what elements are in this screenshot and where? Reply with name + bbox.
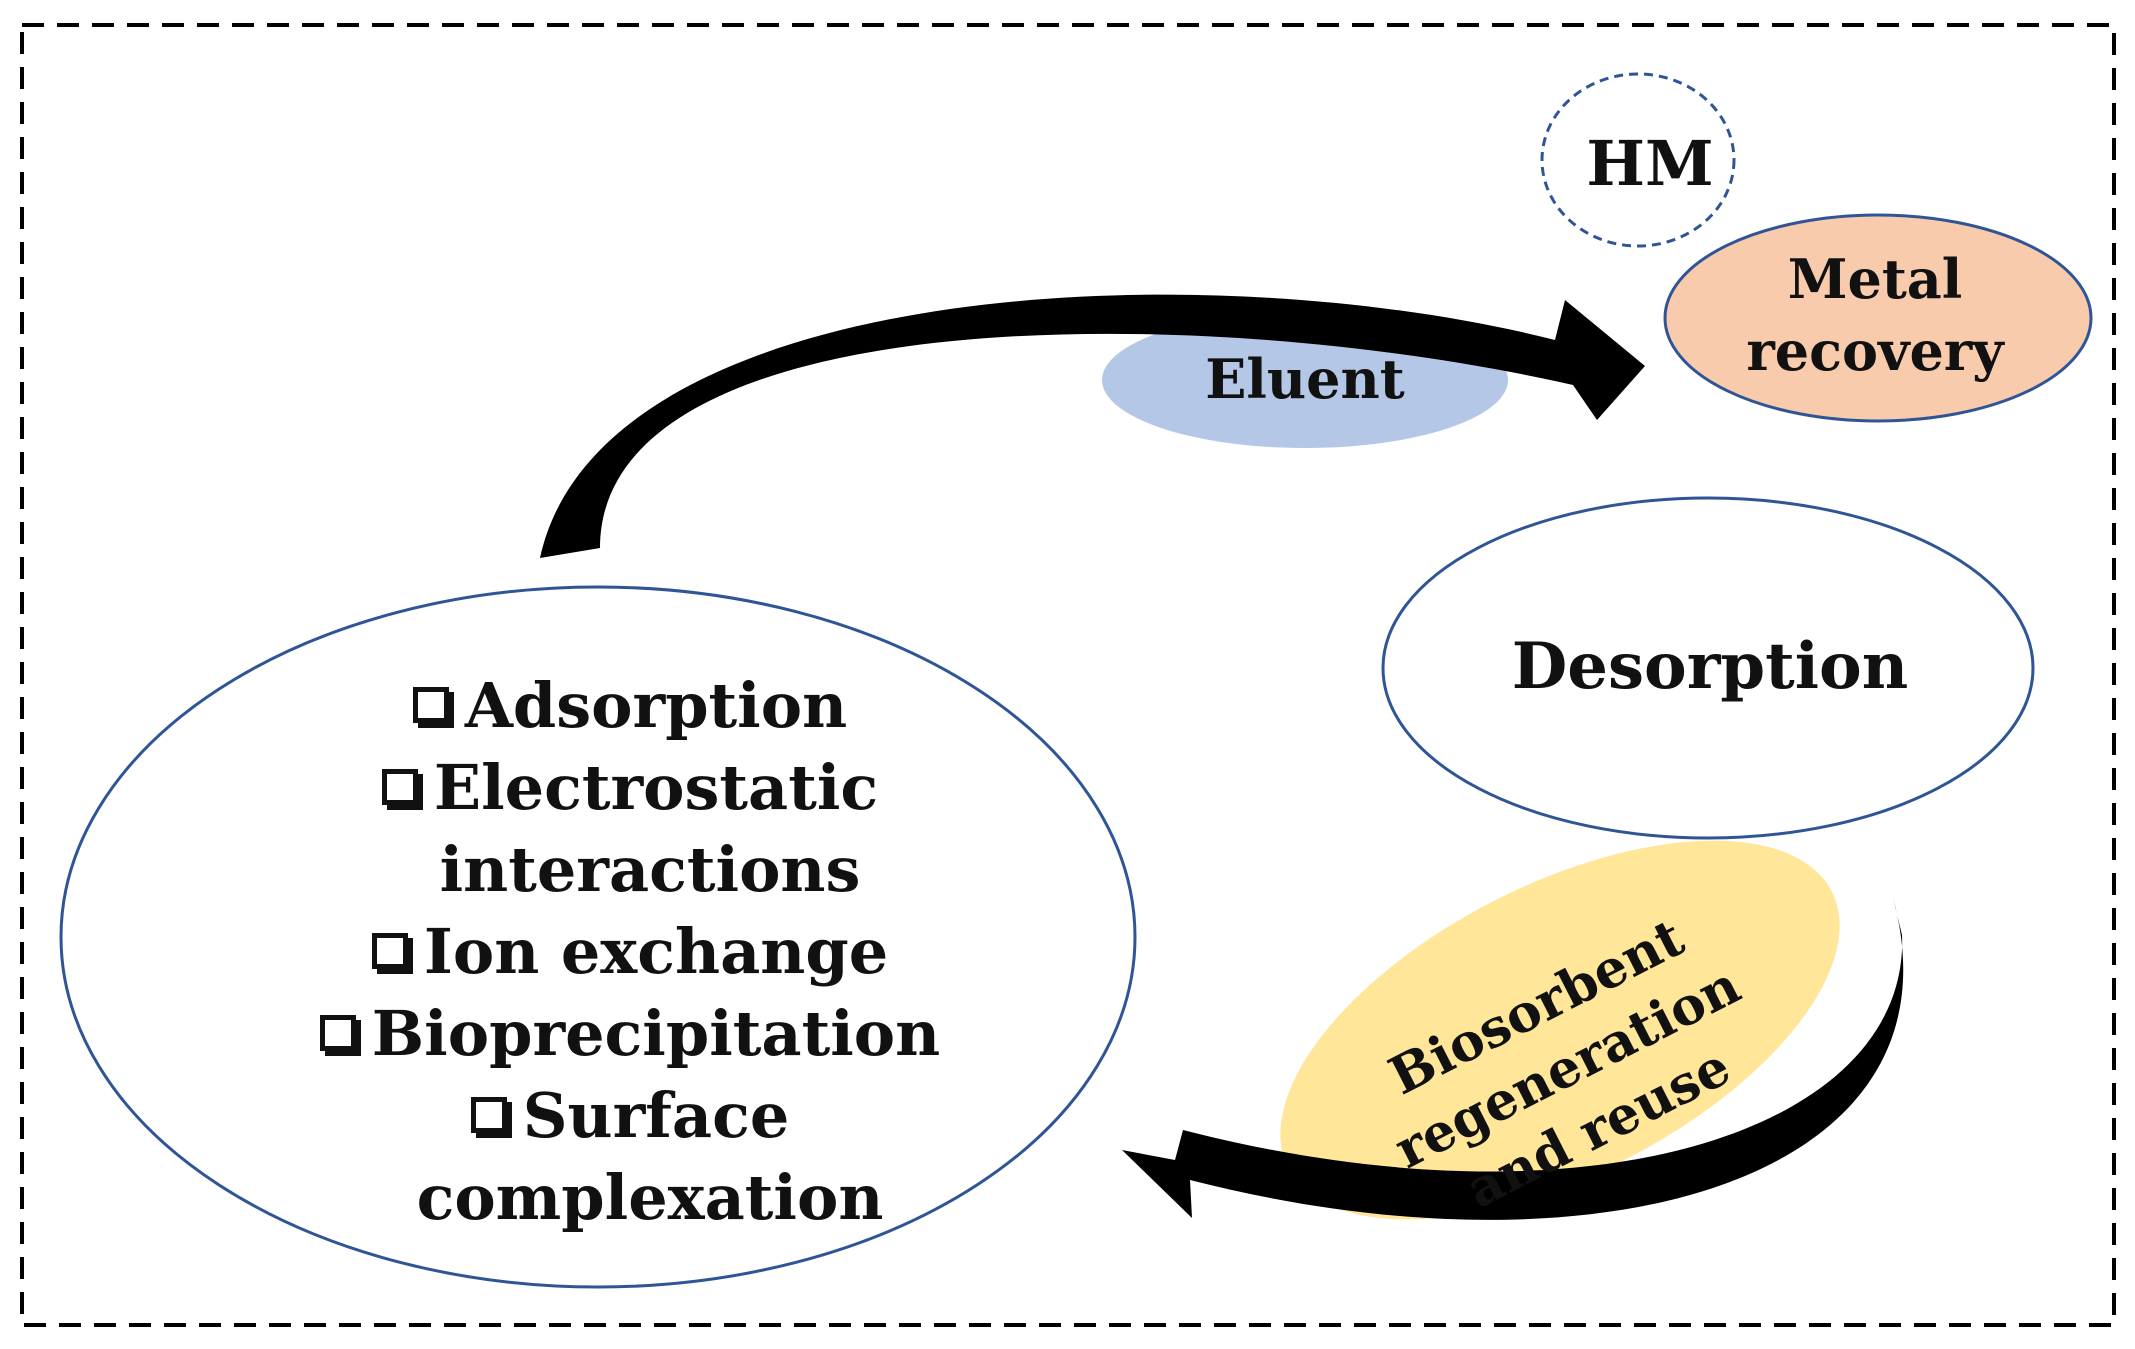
biosorbent-ellipse: [1280, 840, 1840, 1220]
mechanism-label-continued: complexation: [416, 1161, 884, 1234]
mechanism-label: Adsorption: [464, 669, 848, 742]
mechanism-label: Electrostatic: [433, 751, 879, 824]
mechanism-item: Surface complexation: [240, 1075, 1020, 1239]
desorption-label: Desorption: [1511, 629, 1909, 704]
hm-label: HM: [1586, 127, 1714, 200]
desorption-ellipse: [1381, 496, 2035, 840]
dashed-frame: [20, 23, 2116, 1327]
checkbox-icon: [470, 1097, 507, 1133]
mechanisms-list: Adsorption Electrostatic interactions Io…: [240, 665, 1020, 1239]
metal-recovery-ellipse: [1663, 213, 2093, 423]
checkbox-icon: [412, 687, 449, 723]
top-curved-arrow: [540, 294, 1645, 558]
mechanism-label-continued: interactions: [439, 833, 861, 906]
mechanism-label: Ion exchange: [423, 915, 889, 988]
mechanisms-ellipse: [59, 585, 1137, 1289]
mechanism-item: Bioprecipitation: [240, 993, 1020, 1075]
mechanism-item: Ion exchange: [240, 911, 1020, 993]
checkbox-icon: [381, 769, 418, 805]
eluent-label: Eluent: [1205, 347, 1405, 411]
checkbox-icon: [371, 933, 408, 969]
mechanism-label: Bioprecipitation: [371, 997, 941, 1070]
checkbox-icon: [319, 1015, 356, 1051]
mechanism-item: Adsorption: [240, 665, 1020, 747]
mechanism-item: Electrostatic interactions: [240, 747, 1020, 911]
metal-recovery-label: Metal recovery: [1660, 243, 2090, 387]
metal-recovery-line-1: Metal: [1787, 247, 1963, 311]
hm-ellipse: [1540, 72, 1736, 248]
mechanism-label: Surface: [522, 1079, 790, 1152]
metal-recovery-line-2: recovery: [1746, 319, 2004, 383]
